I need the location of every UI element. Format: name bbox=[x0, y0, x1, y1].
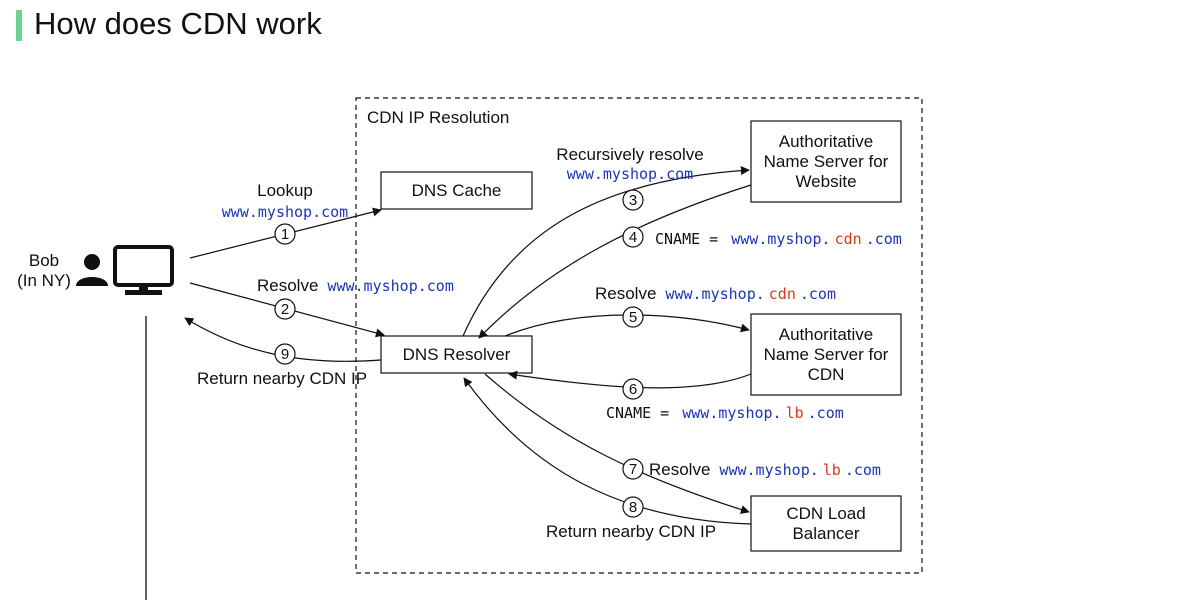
auth-cdn-line-2: Name Server for bbox=[764, 345, 889, 364]
dns-resolver-label: DNS Resolver bbox=[403, 345, 511, 364]
dns-cache-node: DNS Cache bbox=[380, 171, 533, 210]
arrow-step-3 bbox=[462, 166, 750, 337]
group-label: CDN IP Resolution bbox=[367, 108, 509, 127]
arrow-step-4 bbox=[478, 184, 752, 339]
step-1-domain: www.myshop.com bbox=[222, 203, 348, 221]
step-6-label: CNAME = www.myshop. lb .com bbox=[606, 404, 844, 422]
step-9-badge: 9 bbox=[274, 343, 296, 365]
step-7-label: Resolve www.myshop. lb .com bbox=[649, 460, 881, 479]
step-4-number: 4 bbox=[629, 229, 637, 246]
actor-location: (In NY) bbox=[17, 271, 71, 290]
step-6-number: 6 bbox=[629, 381, 637, 398]
auth-cdn-line-3: CDN bbox=[808, 365, 845, 384]
page-title: How does CDN work bbox=[34, 6, 322, 41]
step-8-label: Return nearby CDN IP bbox=[546, 522, 716, 541]
step-5-prefix: Resolve bbox=[595, 284, 656, 303]
step-7-domain-part-1: www.myshop. bbox=[719, 461, 818, 479]
step-6-badge: 6 bbox=[622, 378, 644, 400]
step-3-domain: www.myshop.com bbox=[567, 165, 693, 183]
actor-name: Bob bbox=[29, 251, 59, 270]
step-4-label: CNAME = www.myshop. cdn .com bbox=[655, 230, 902, 248]
step-8-badge: 8 bbox=[622, 496, 644, 518]
person-icon bbox=[76, 254, 108, 286]
step-5-badge: 5 bbox=[622, 306, 644, 328]
step-6-domain-part-1: www.myshop. bbox=[682, 404, 781, 422]
step-4-prefix: CNAME = bbox=[655, 230, 727, 248]
cdn-load-balancer-node: CDN Load Balancer bbox=[750, 495, 902, 552]
step-9-label: Return nearby CDN IP bbox=[197, 369, 367, 388]
step-1-label: Lookup bbox=[257, 181, 313, 200]
step-5-domain-part-1: www.myshop. bbox=[665, 285, 764, 303]
arrow-step-8 bbox=[463, 377, 752, 525]
step-5-label: Resolve www.myshop. cdn .com bbox=[595, 284, 836, 303]
cdn-lb-line-1: CDN Load bbox=[786, 504, 865, 523]
step-2-label: Resolve www.myshop.com bbox=[257, 276, 454, 295]
step-4-domain-part-2: cdn bbox=[835, 230, 862, 248]
step-5-number: 5 bbox=[629, 309, 637, 326]
step-1-badge: 1 bbox=[274, 223, 296, 245]
step-3-number: 3 bbox=[629, 192, 637, 209]
step-7-domain-part-3: .com bbox=[845, 461, 881, 479]
step-4-domain-part-1: www.myshop. bbox=[731, 230, 830, 248]
step-8-number: 8 bbox=[629, 499, 637, 516]
step-7-domain-part-2: lb bbox=[823, 461, 841, 479]
step-2-prefix: Resolve bbox=[257, 276, 318, 295]
step-6-domain-part-2: lb bbox=[786, 404, 804, 422]
cdn-ip-resolution-group bbox=[355, 97, 923, 574]
arrow-step-9 bbox=[184, 317, 382, 362]
step-7-number: 7 bbox=[629, 461, 637, 478]
step-3-badge: 3 bbox=[622, 189, 644, 211]
step-6-prefix: CNAME = bbox=[606, 404, 678, 422]
step-4-domain-part-3: .com bbox=[866, 230, 902, 248]
step-1-number: 1 bbox=[281, 226, 289, 243]
authoritative-cdn-node: Authoritative Name Server for CDN bbox=[750, 313, 902, 396]
auth-cdn-line-1: Authoritative bbox=[779, 325, 874, 344]
step-3-label: Recursively resolve bbox=[556, 145, 703, 164]
step-2-number: 2 bbox=[281, 301, 289, 318]
step-5-domain-part-2: cdn bbox=[769, 285, 796, 303]
step-5-domain-part-3: .com bbox=[800, 285, 836, 303]
dns-resolver-node: DNS Resolver bbox=[380, 335, 533, 374]
auth-website-line-1: Authoritative bbox=[779, 132, 874, 151]
title-accent-bar bbox=[16, 10, 22, 41]
step-6-domain-part-3: .com bbox=[808, 404, 844, 422]
cdn-lb-line-2: Balancer bbox=[792, 524, 859, 543]
step-2-badge: 2 bbox=[274, 298, 296, 320]
auth-website-line-3: Website bbox=[795, 172, 856, 191]
arrow-step-7 bbox=[484, 373, 750, 514]
step-7-prefix: Resolve bbox=[649, 460, 710, 479]
auth-website-line-2: Name Server for bbox=[764, 152, 889, 171]
dns-cache-label: DNS Cache bbox=[412, 181, 502, 200]
step-2-domain: www.myshop.com bbox=[327, 277, 453, 295]
monitor-icon bbox=[113, 245, 174, 295]
step-9-number: 9 bbox=[281, 346, 289, 363]
step-7-badge: 7 bbox=[622, 458, 644, 480]
step-4-badge: 4 bbox=[622, 226, 644, 248]
authoritative-website-node: Authoritative Name Server for Website bbox=[750, 120, 902, 203]
